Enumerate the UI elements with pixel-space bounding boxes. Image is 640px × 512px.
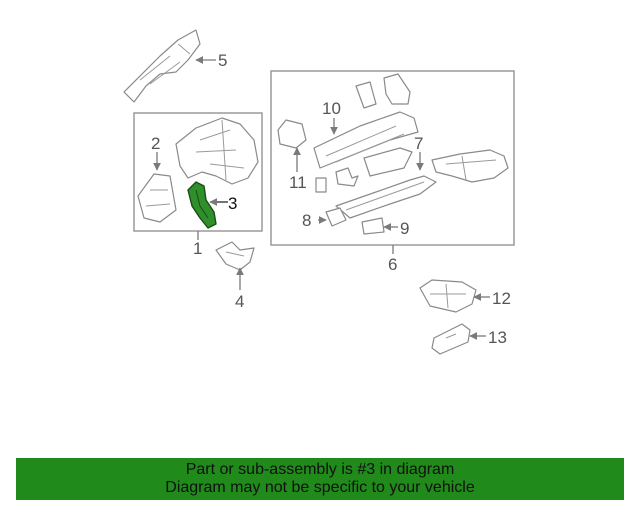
part-7-drawing	[335, 147, 437, 219]
upper-bracket-drawings	[335, 73, 411, 187]
info-banner: Part or sub-assembly is #3 in diagram Di…	[16, 458, 624, 500]
banner-line-1: Part or sub-assembly is #3 in diagram	[185, 461, 455, 478]
part-3-highlighted	[187, 181, 217, 229]
part-4-drawing	[215, 241, 255, 271]
callout-7: 7	[414, 134, 423, 153]
callout-9: 9	[400, 219, 409, 238]
part-12-drawing	[419, 279, 477, 313]
part-11-drawing	[277, 119, 307, 149]
callout-13: 13	[488, 328, 507, 347]
callout-2: 2	[151, 134, 160, 153]
callout-5: 5	[218, 51, 227, 70]
wheelhouse-panel-drawing	[175, 117, 259, 185]
callout-8: 8	[302, 211, 311, 230]
part-9-drawing	[361, 217, 385, 235]
callout-10: 10	[322, 99, 341, 118]
rear-member-drawing	[431, 149, 509, 183]
callout-11: 11	[289, 173, 307, 192]
callout-12: 12	[492, 289, 511, 308]
callout-4: 4	[235, 292, 244, 311]
part-5-drawing	[123, 29, 201, 103]
callout-3: 3	[228, 194, 237, 213]
callout-6: 6	[388, 255, 397, 274]
callout-1: 1	[193, 239, 202, 258]
part-13-drawing	[431, 323, 471, 355]
part-8-drawing	[325, 207, 347, 227]
small-clip-drawing	[315, 177, 327, 193]
part-2-drawing	[137, 173, 177, 223]
part-10-drawing	[313, 111, 419, 169]
banner-line-2: Diagram may not be specific to your vehi…	[165, 479, 475, 496]
